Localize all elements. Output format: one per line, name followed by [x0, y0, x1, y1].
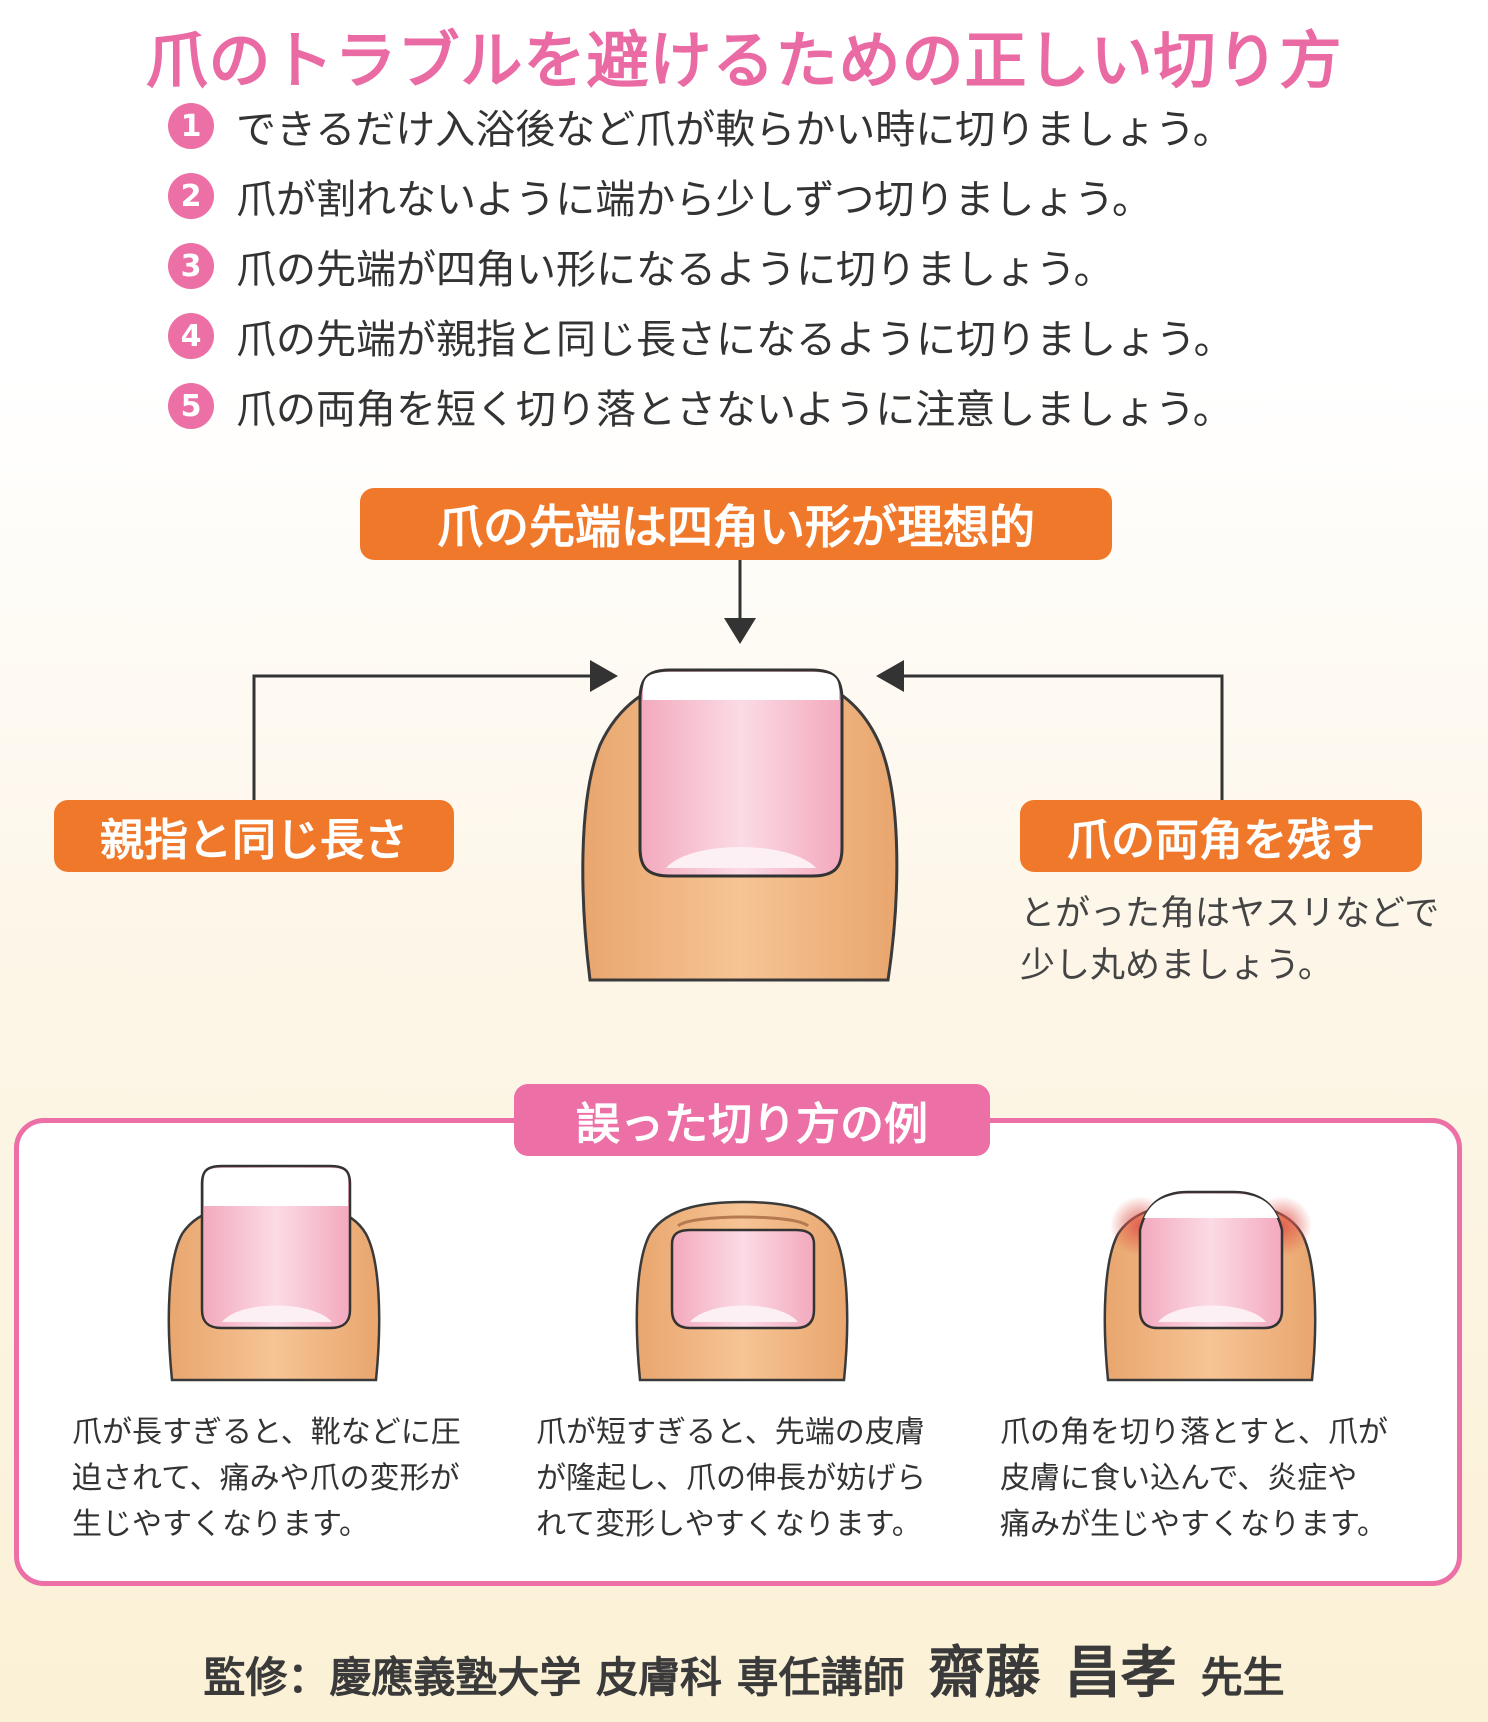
caption-line: 爪が短すぎると、先端の皮膚 [536, 1415, 925, 1450]
arrow-down-icon [724, 560, 756, 644]
ideal-shape-label: 爪の先端は四角い形が理想的 [360, 488, 1112, 560]
credit-prefix: 監修：慶應義塾大学 皮膚科 専任講師 [203, 1653, 905, 1702]
caption-line: れて変形しやすくなります。 [536, 1507, 922, 1542]
toe-short-nail-illustration [635, 1200, 849, 1382]
corner-note-line: 少し丸めましょう。 [1020, 946, 1333, 986]
step-text: 爪が割れないように端から少しずつ切りましょう。 [236, 177, 1152, 223]
step-text: 爪の先端が親指と同じ長さになるように切りましょう。 [236, 317, 1234, 363]
caption-short-nail: 爪が短すぎると、先端の皮膚 が隆起し、爪の伸長が妨げら れて変形しやすくなります… [536, 1410, 966, 1548]
arrow-left-icon [876, 660, 1224, 800]
step-1: 1 できるだけ入浴後など爪が軟らかい時に切りましょう。 [168, 98, 1233, 154]
step-text: 爪の両角を短く切り落とさないように注意しましょう。 [236, 387, 1233, 433]
credit-given-name: 昌孝 [1064, 1641, 1177, 1706]
corner-note: とがった角はヤスリなどで 少し丸めましょう。 [1020, 888, 1460, 992]
caption-line: 迫されて、痛みや爪の変形が [72, 1461, 460, 1496]
toe-cut-corners-illustration [1103, 1190, 1317, 1382]
caption-cut-corners: 爪の角を切り落とすと、爪が 皮膚に食い込んで、炎症や 痛みが生じやすくなります。 [1000, 1410, 1430, 1548]
caption-line: が隆起し、爪の伸長が妨げら [536, 1461, 926, 1496]
step-number-badge: 1 [168, 103, 214, 149]
step-number-badge: 4 [168, 313, 214, 359]
wrong-examples-label: 誤った切り方の例 [514, 1084, 990, 1156]
arrow-right-icon [252, 660, 618, 800]
caption-line: 爪の角を切り落とすと、爪が [1000, 1415, 1388, 1450]
nail-illustration [638, 668, 844, 878]
step-number-badge: 2 [168, 173, 214, 219]
caption-line: 爪が長すぎると、靴などに圧 [72, 1415, 461, 1450]
credit-surname: 齋藤 [928, 1641, 1041, 1706]
credit-suffix: 先生 [1200, 1653, 1285, 1702]
caption-line: 痛みが生じやすくなります。 [1000, 1507, 1387, 1542]
step-5: 5 爪の両角を短く切り落とさないように注意しましょう。 [168, 378, 1233, 434]
step-text: 爪の先端が四角い形になるように切りましょう。 [236, 247, 1114, 293]
step-4: 4 爪の先端が親指と同じ長さになるように切りましょう。 [168, 308, 1234, 364]
step-3: 3 爪の先端が四角い形になるように切りましょう。 [168, 238, 1114, 294]
supervisor-credit: 監修：慶應義塾大学 皮膚科 専任講師齋藤昌孝先生 [0, 1628, 1488, 1709]
step-2: 2 爪が割れないように端から少しずつ切りましょう。 [168, 168, 1152, 224]
keep-corners-label: 爪の両角を残す [1020, 800, 1422, 872]
thumb-length-label: 親指と同じ長さ [54, 800, 454, 872]
caption-line: 皮膚に食い込んで、炎症や [1000, 1461, 1358, 1496]
toe-long-nail-illustration [167, 1164, 381, 1382]
caption-long-nail: 爪が長すぎると、靴などに圧 迫されて、痛みや爪の変形が 生じやすくなります。 [72, 1410, 502, 1548]
caption-line: 生じやすくなります。 [72, 1507, 369, 1542]
step-number-badge: 5 [168, 383, 214, 429]
step-number-badge: 3 [168, 243, 214, 289]
step-text: できるだけ入浴後など爪が軟らかい時に切りましょう。 [236, 107, 1233, 153]
corner-note-line: とがった角はヤスリなどで [1020, 894, 1440, 934]
page-title: 爪のトラブルを避けるための正しい切り方 [145, 24, 1343, 97]
ideal-nail-diagram [252, 560, 1224, 982]
